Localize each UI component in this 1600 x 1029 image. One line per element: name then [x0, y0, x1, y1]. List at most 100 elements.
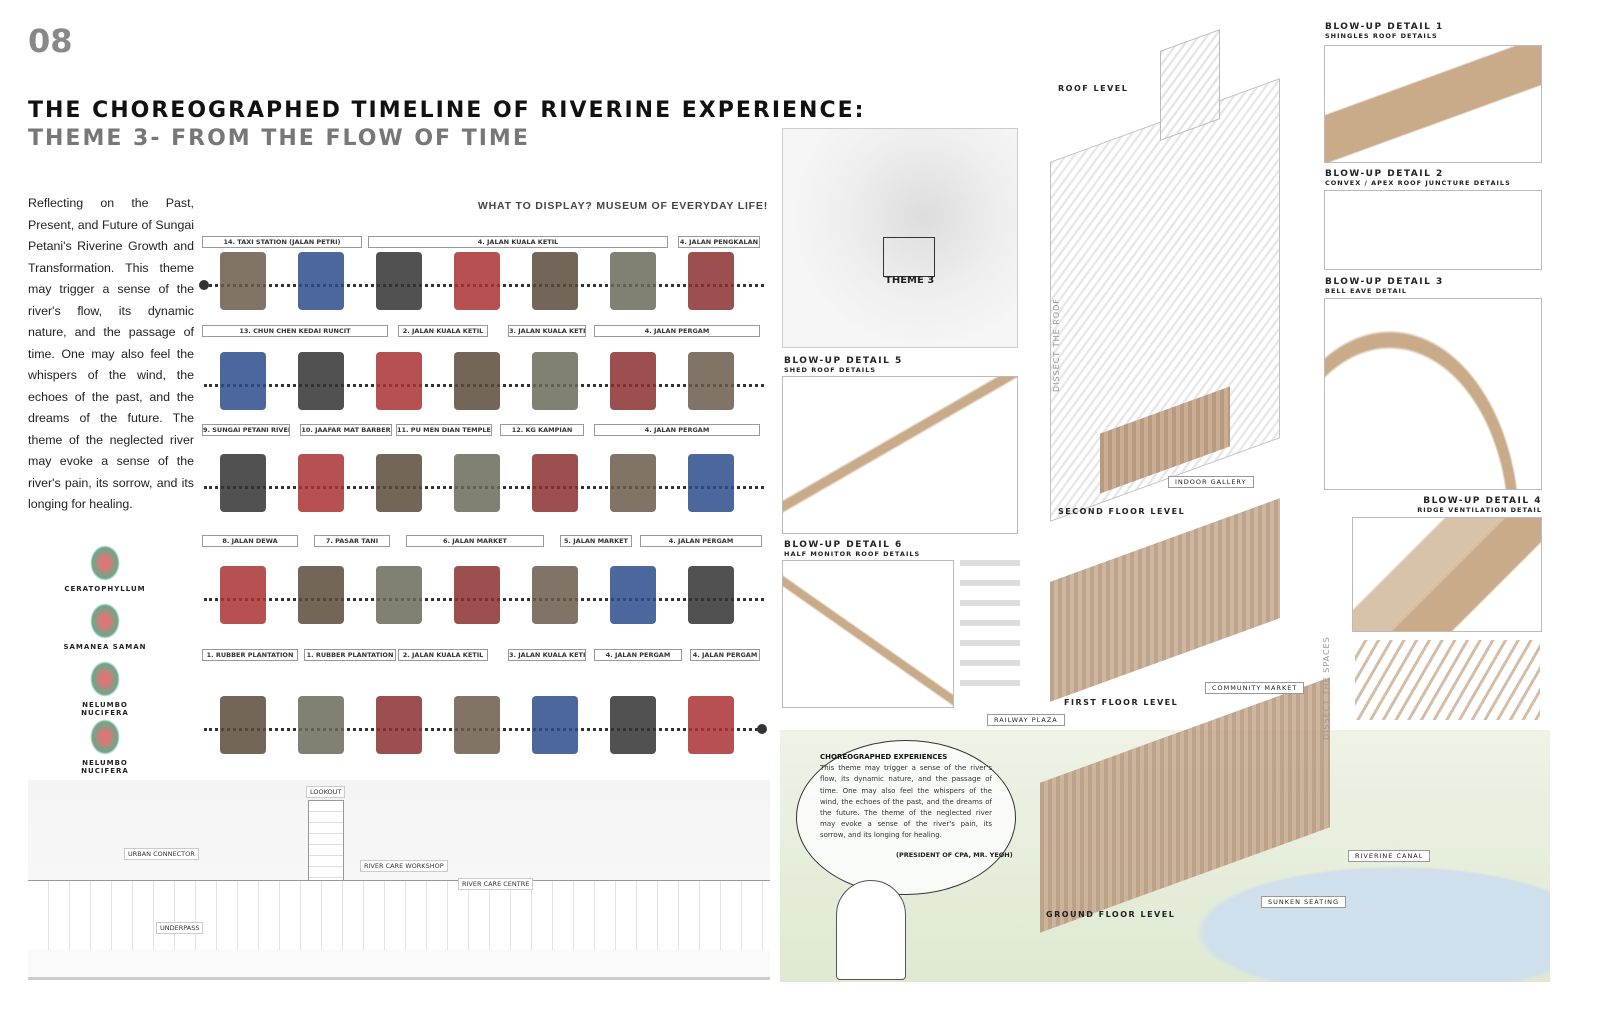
location-label: 1. RUBBER PLANTATION [304, 649, 396, 661]
artifact-image [376, 454, 422, 512]
location-label: 1. RUBBER PLANTATION [202, 649, 298, 661]
title: THE CHOREOGRAPHED TIMELINE OF RIVERINE E… [28, 98, 866, 123]
location-label: 14. TAXI STATION (JALAN PETRI) [202, 236, 362, 248]
detail-4-drawing [1352, 517, 1542, 632]
sunken-seating-tag: SUNKEN SEATING [1261, 896, 1347, 908]
detail-5-drawing [782, 376, 1018, 534]
dissect-roof-label: DISSECT THE ROOF [1052, 298, 1061, 392]
plant-label: NELUMBO NUCIFERA [81, 701, 129, 717]
artifact-image [220, 566, 266, 624]
speech-bubble [796, 740, 1016, 895]
plant-item: CERATOPHYLLUM [60, 545, 150, 593]
artifact-image [220, 252, 266, 310]
location-label: 11. PU MEN DIAN TEMPLE [396, 424, 492, 436]
section-elevation: LOOKOUT URBAN CONNECTOR RIVER CARE WORKS… [28, 780, 770, 980]
location-label: 5. JALAN MARKET [560, 535, 632, 547]
location-label: 2. JALAN KUALA KETIL [398, 325, 488, 337]
location-label: 2. JALAN KUALA KETIL [398, 649, 488, 661]
first-floor-label: FIRST FLOOR LEVEL [1064, 698, 1179, 707]
artifact-image [454, 454, 500, 512]
artifact-image [298, 252, 344, 310]
plant-icon [90, 661, 120, 697]
artifact-image [532, 696, 578, 754]
joint-detail [1355, 640, 1540, 720]
timeline-endpoint [757, 724, 767, 734]
artifact-image [688, 352, 734, 410]
artifact-image [532, 566, 578, 624]
plant-label: SAMANEA SAMAN [63, 643, 147, 651]
artifact-image [298, 696, 344, 754]
location-label: 3. JALAN KUALA KETIL [508, 325, 586, 337]
building-section [28, 880, 770, 950]
location-label: 4. JALAN PERGAM [594, 424, 760, 436]
detail-1-drawing [1324, 45, 1542, 163]
artifact-image [688, 252, 734, 310]
person-sketch [836, 880, 906, 980]
plant-label: NELUMBO NUCIFERA [81, 759, 129, 775]
plant-icon [90, 603, 120, 639]
location-label: 8. JALAN DEWA [202, 535, 298, 547]
section-label: RIVER CARE CENTRE [458, 878, 534, 890]
artifact-image [298, 454, 344, 512]
detail-6-drawing [782, 560, 954, 708]
artifact-image [610, 352, 656, 410]
community-market-tag: COMMUNITY MARKET [1205, 682, 1305, 694]
plant-item: NELUMBO NUCIFERA [60, 719, 150, 775]
map-label: THEME 3 [885, 275, 935, 286]
section-label: RIVER CARE WORKSHOP [360, 860, 448, 872]
artifact-image [688, 454, 734, 512]
artifact-image [220, 696, 266, 754]
artifact-image [220, 352, 266, 410]
artifact-image [532, 252, 578, 310]
display-heading: WHAT TO DISPLAY? MUSEUM OF EVERYDAY LIFE… [477, 200, 768, 212]
structure-components [960, 560, 1020, 700]
artifact-image [376, 696, 422, 754]
location-label: 3. JALAN KUALA KETIL [508, 649, 586, 661]
riverine-canal-tag: RIVERINE CANAL [1348, 850, 1431, 862]
artifact-image [610, 454, 656, 512]
intro-text: Reflecting on the Past, Present, and Fut… [28, 196, 194, 511]
indoor-gallery-tag: INDOOR GALLERY [1168, 476, 1254, 488]
detail-3-drawing [1324, 298, 1542, 490]
attribution: (PRESIDENT OF CPA, MR. YEOH) [896, 851, 1013, 859]
location-label: 6. JALAN MARKET [406, 535, 544, 547]
artifact-image [298, 566, 344, 624]
artifact-image [454, 566, 500, 624]
location-label: 7. PASAR TANI [314, 535, 390, 547]
second-floor-label: SECOND FLOOR LEVEL [1058, 507, 1186, 516]
plant-label: CERATOPHYLLUM [64, 585, 146, 593]
location-label: 4. JALAN PERGAM [640, 535, 762, 547]
artifact-image [454, 696, 500, 754]
artifact-image [376, 352, 422, 410]
dissect-spaces-label: DISSECT THE SPACES [1322, 636, 1331, 740]
railway-plaza-tag: RAILWAY PLAZA [987, 714, 1065, 726]
location-label: 4. JALAN KUALA KETIL [368, 236, 668, 248]
first-floor [1050, 498, 1280, 702]
location-label: 4. JALAN PERGAM [594, 325, 760, 337]
artifact-image [688, 696, 734, 754]
location-label: 9. SUNGAI PETANI RIVER [202, 424, 290, 436]
location-label: 13. CHUN CHEN KEDAI RUNCIT [202, 325, 388, 337]
location-label: 12. KG KAMPIAN [500, 424, 584, 436]
artifact-image [298, 352, 344, 410]
plant-item: NELUMBO NUCIFERA [60, 661, 150, 717]
artifact-image [610, 696, 656, 754]
artifact-image [220, 454, 266, 512]
artifact-image [376, 252, 422, 310]
section-label: LOOKOUT [306, 786, 346, 798]
site-map: THEME 3 [782, 128, 1018, 348]
theme-3-area [883, 237, 935, 277]
artifact-image [532, 352, 578, 410]
location-label: 4. JALAN PERGAM [594, 649, 682, 661]
artifact-image [376, 566, 422, 624]
section-label: UNDERPASS [156, 922, 204, 934]
ground-floor-label: GROUND FLOOR LEVEL [1046, 910, 1176, 919]
plant-icon [90, 545, 120, 581]
